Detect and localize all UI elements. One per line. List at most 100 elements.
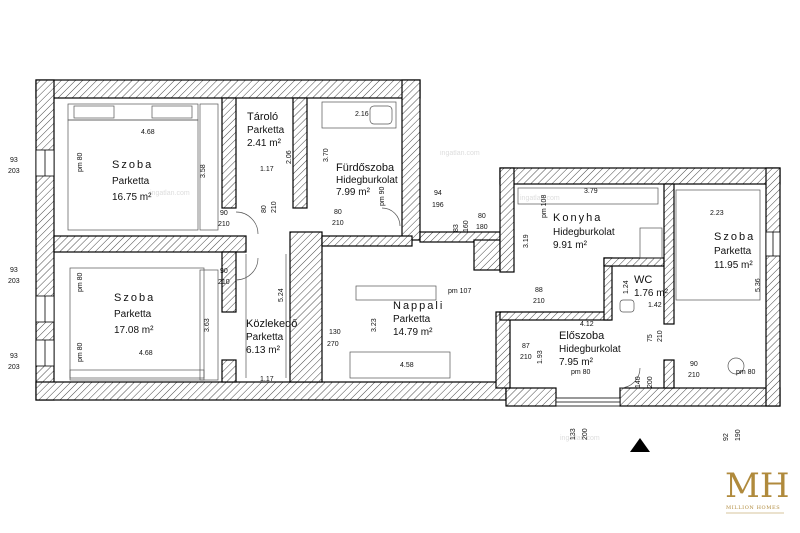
room-label-tarolo: Tároló Parketta 2.41 m²	[247, 111, 285, 149]
svg-text:17.08 m²: 17.08 m²	[114, 325, 154, 336]
room-label-furdoszoba: Fürdőszoba Hidegburkolat 7.99 m²	[336, 162, 398, 198]
svg-text:Parketta: Parketta	[714, 246, 752, 257]
svg-text:133: 133	[570, 428, 577, 440]
svg-text:75: 75	[647, 334, 654, 342]
svg-text:200: 200	[647, 376, 654, 388]
svg-text:88: 88	[535, 287, 543, 294]
svg-text:pm 80: pm 80	[77, 272, 84, 292]
svg-text:190: 190	[735, 429, 742, 441]
room-label-szoba-3: Szoba Parketta 11.95 m²	[714, 231, 755, 271]
svg-text:Szoba: Szoba	[114, 292, 155, 304]
svg-text:Szoba: Szoba	[112, 159, 153, 171]
svg-text:3.23: 3.23	[371, 318, 378, 332]
svg-text:1.17: 1.17	[260, 166, 274, 173]
svg-text:pm 90: pm 90	[379, 186, 386, 206]
room-label-eloszoba: Előszoba Hidegburkolat 7.95 m²	[559, 330, 621, 368]
svg-text:14.79 m²: 14.79 m²	[393, 327, 433, 338]
svg-text:Tároló: Tároló	[247, 111, 278, 123]
svg-text:270: 270	[327, 341, 339, 348]
room-label-szoba-2: Szoba Parketta 17.08 m²	[114, 292, 155, 336]
svg-text:80: 80	[334, 209, 342, 216]
svg-text:93: 93	[10, 353, 18, 360]
svg-text:94: 94	[434, 190, 442, 197]
svg-text:87: 87	[522, 343, 530, 350]
svg-text:1.93: 1.93	[537, 350, 544, 364]
svg-text:210: 210	[688, 372, 700, 379]
svg-text:ingatlan.com: ingatlan.com	[440, 150, 480, 157]
svg-text:pm 80: pm 80	[736, 369, 756, 376]
svg-text:1.42: 1.42	[648, 302, 662, 309]
room-label-szoba-1: Szoba Parketta 16.75 m²	[112, 159, 153, 203]
svg-text:9.91 m²: 9.91 m²	[553, 240, 588, 251]
svg-text:2.41 m²: 2.41 m²	[247, 138, 282, 149]
svg-text:7.95 m²: 7.95 m²	[559, 357, 594, 368]
svg-text:Szoba: Szoba	[714, 231, 755, 243]
svg-text:210: 210	[533, 298, 545, 305]
svg-text:WC: WC	[634, 274, 652, 286]
svg-text:90: 90	[690, 361, 698, 368]
svg-text:Fürdőszoba: Fürdőszoba	[336, 162, 395, 174]
svg-text:2.23: 2.23	[710, 210, 724, 217]
svg-text:210: 210	[218, 221, 230, 228]
svg-text:Nappali: Nappali	[393, 300, 444, 312]
svg-text:Hidegburkolat: Hidegburkolat	[336, 175, 398, 186]
svg-text:Hidegburkolat: Hidegburkolat	[553, 227, 615, 238]
svg-text:16.75 m²: 16.75 m²	[112, 192, 152, 203]
svg-text:80: 80	[478, 213, 486, 220]
svg-text:3.19: 3.19	[523, 234, 530, 248]
svg-text:210: 210	[332, 220, 344, 227]
svg-text:92: 92	[723, 433, 730, 441]
svg-text:4.12: 4.12	[580, 321, 594, 328]
svg-text:Hidegburkolat: Hidegburkolat	[559, 344, 621, 355]
svg-text:4.58: 4.58	[400, 362, 414, 369]
svg-text:1.17: 1.17	[260, 376, 274, 383]
svg-text:MH: MH	[725, 466, 789, 506]
svg-text:11.95 m²: 11.95 m²	[714, 260, 753, 271]
svg-text:3.79: 3.79	[584, 188, 598, 195]
svg-text:2.06: 2.06	[286, 150, 293, 164]
svg-text:Parketta: Parketta	[114, 309, 152, 320]
svg-text:210: 210	[657, 330, 664, 342]
svg-text:pm 107: pm 107	[448, 288, 471, 295]
svg-text:93: 93	[10, 157, 18, 164]
svg-text:Parketta: Parketta	[247, 125, 285, 136]
svg-text:210: 210	[218, 279, 230, 286]
windows	[35, 149, 781, 407]
svg-text:3.58: 3.58	[200, 164, 207, 178]
svg-text:5.36: 5.36	[755, 278, 762, 292]
svg-text:93: 93	[10, 267, 18, 274]
svg-text:pm 80: pm 80	[77, 152, 84, 172]
svg-text:1.76 m²: 1.76 m²	[634, 288, 669, 299]
svg-text:130: 130	[329, 329, 341, 336]
svg-text:140: 140	[635, 376, 642, 388]
svg-text:3.70: 3.70	[323, 148, 330, 162]
svg-text:4.68: 4.68	[139, 350, 153, 357]
svg-text:210: 210	[520, 354, 532, 361]
svg-text:Parketta: Parketta	[246, 332, 284, 343]
furniture	[67, 101, 761, 389]
svg-text:203: 203	[8, 364, 20, 371]
svg-text:203: 203	[8, 278, 20, 285]
svg-text:pm 80: pm 80	[77, 342, 84, 362]
svg-text:MILLION HOMES: MILLION HOMES	[726, 505, 780, 511]
svg-text:Előszoba: Előszoba	[559, 330, 605, 342]
room-label-kozlekedo: Közlekedő Parketta 6.13 m²	[246, 318, 297, 356]
svg-text:90: 90	[220, 268, 228, 275]
svg-text:5.24: 5.24	[278, 288, 285, 302]
svg-text:90: 90	[220, 210, 228, 217]
svg-text:Közlekedő: Közlekedő	[246, 318, 297, 330]
svg-text:ingatlan.com: ingatlan.com	[560, 435, 600, 442]
svg-text:ingatlan.com: ingatlan.com	[150, 190, 190, 197]
room-label-nappali: Nappali Parketta 14.79 m²	[393, 300, 444, 338]
svg-text:83: 83	[453, 224, 460, 232]
svg-text:80: 80	[261, 205, 268, 213]
svg-text:Parketta: Parketta	[112, 176, 150, 187]
svg-text:200: 200	[582, 428, 589, 440]
svg-text:Konyha: Konyha	[553, 212, 602, 224]
svg-text:Parketta: Parketta	[393, 314, 431, 325]
svg-text:pm 80: pm 80	[571, 369, 591, 376]
svg-text:6.13 m²: 6.13 m²	[246, 345, 281, 356]
room-label-konyha: Konyha Hidegburkolat 9.91 m²	[553, 212, 615, 251]
svg-text:203: 203	[8, 168, 20, 175]
